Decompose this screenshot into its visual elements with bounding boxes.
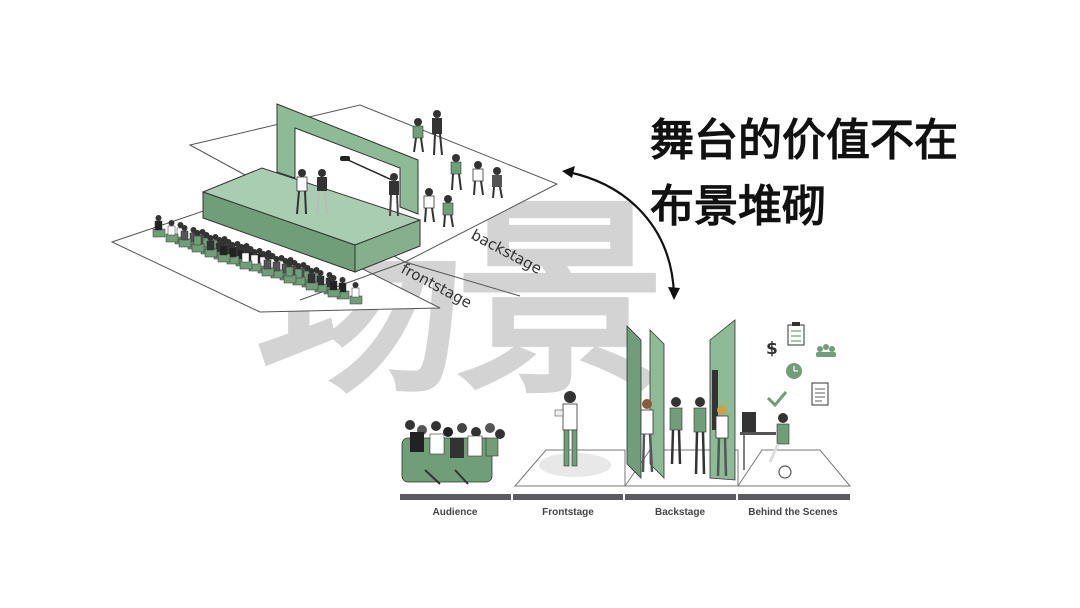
audience-member [351,287,360,298]
stage-performer [316,169,328,215]
clock-icon [786,363,802,379]
audience-head [352,282,359,288]
audience-head [286,261,293,267]
crew-member [442,195,454,228]
team-icon [816,344,836,357]
zone-label-audience: Audience [432,507,478,518]
behind-scenes-floor [737,449,852,487]
isometric-stage: backstage frontstage [110,103,559,313]
arrow-head-top [562,166,575,178]
audience-head [229,242,236,248]
floor-line [404,261,521,297]
audience-head [207,235,214,241]
audience-member [307,273,316,284]
audience-head [220,240,227,246]
dollar-icon: $ [766,339,778,359]
audience-member [206,240,215,251]
backstage-person [715,405,729,477]
zone-bar-frontstage [513,494,623,500]
audience-member [167,225,176,236]
audience-member [329,280,338,291]
audience-seats [152,215,363,305]
zone-bar-audience [400,494,511,500]
backstage-label: backstage [468,226,545,278]
stage-side [354,219,421,273]
crew-member [472,161,484,196]
clipboard-icon [787,322,805,346]
boom-mic-pole [347,159,393,181]
checkmark-icon [766,391,788,408]
desk-worker [740,412,792,479]
headline-line-1: 舞台的价值不在 [650,115,958,166]
headline-line-2: 布景堆砌 [650,181,826,232]
audience-member [241,252,250,263]
audience-member [193,235,202,246]
zone-bar-backstage [625,494,736,500]
crew-member [492,167,503,199]
audience-member [285,266,294,277]
audience-cluster [405,420,505,485]
audience-member [263,259,272,270]
audience-head [295,263,302,269]
audience-head [273,256,280,262]
stage-performer [389,173,399,217]
zone-bar-behind [738,494,850,500]
audience-head [330,275,337,281]
audience-member [180,230,189,241]
audience-head [194,230,201,236]
stage-performer [296,169,308,215]
zone-label-behind-the-scenes: Behind the Scenes [748,507,838,518]
proscenium-frame [276,103,419,215]
audience-member [219,245,228,256]
floor-line [299,261,406,301]
audience-head [242,247,249,253]
audience-head [264,254,271,260]
boom-mic [340,156,350,161]
zone-label-backstage: Backstage [654,507,706,518]
audience-member [154,220,163,231]
audience-head [181,225,188,231]
audience-head [317,270,324,276]
audience-head [308,268,315,274]
audience-head [339,277,346,283]
crew-member [412,118,424,153]
backstage-person [693,397,707,475]
backstage-person [640,399,654,473]
backstage-person [669,397,683,465]
audience-head [168,220,175,226]
backstage-flat [626,325,642,479]
zone-diagram: $ [400,319,852,500]
backstage-flat [709,319,736,481]
crew-member [423,188,435,223]
headline: 舞台的价值不在 布景堆砌 [650,108,958,240]
audience-head [155,215,162,221]
double-arrow [562,166,680,300]
audience-head [251,249,258,255]
presenter [554,391,578,467]
crew-member [450,154,462,191]
crew-member [432,110,443,156]
document-icon [811,382,829,406]
backstage-door [712,370,718,430]
arrow-head-bottom [668,287,680,300]
zone-label-frontstage: Frontstage [542,507,594,518]
